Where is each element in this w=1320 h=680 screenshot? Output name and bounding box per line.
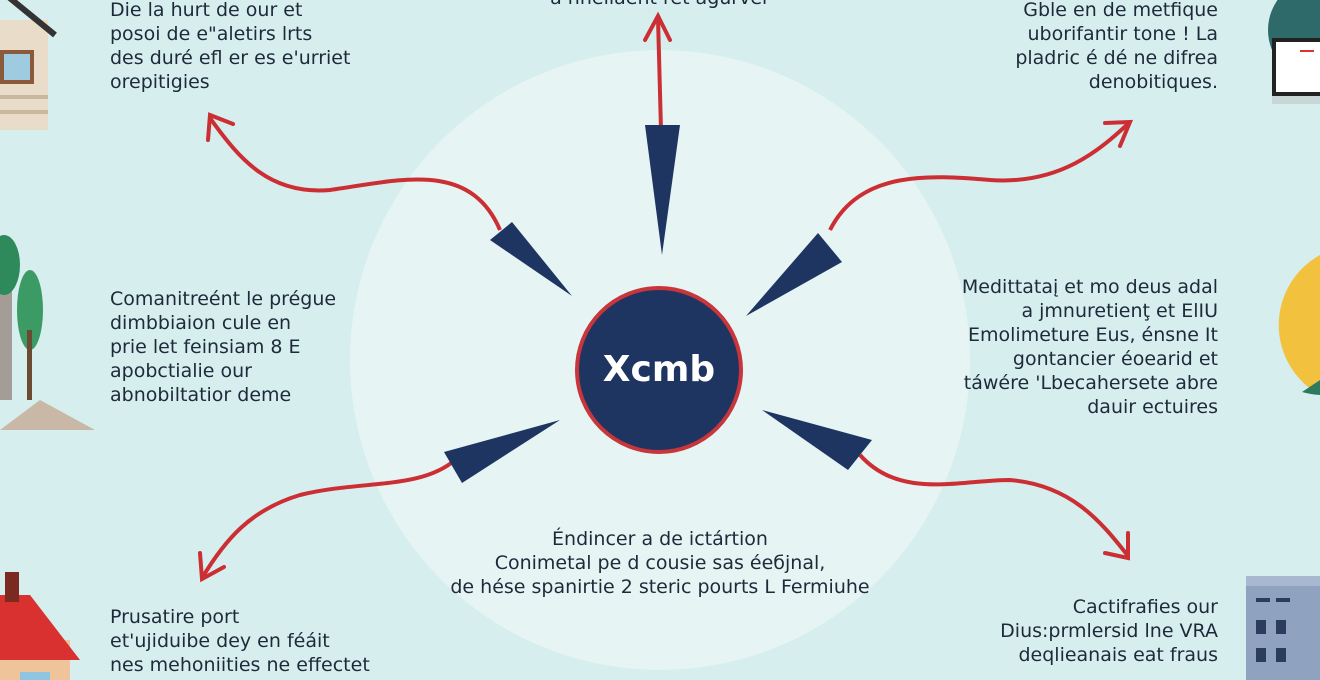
bottom-left-text: Prusatire port et'ujiduibe dey en féáit … (110, 606, 370, 676)
arrow-bottom-right (858, 453, 1130, 558)
arrowhead-bottom-right (762, 410, 872, 470)
top-right-text: Gble en de metfique uborifantir tone ! L… (1015, 0, 1218, 93)
bottom-center-text: Éndincer a de ictártion Conimetal pe d c… (450, 528, 870, 598)
arrow-heads (444, 125, 872, 483)
arrow-curves (200, 17, 1132, 580)
house-icon (0, 0, 57, 130)
pie-chart-icon (1278, 255, 1320, 395)
arrow-tips (198, 11, 1134, 583)
arrowhead-top (645, 125, 680, 255)
center-node (575, 286, 743, 454)
mid-left-text: Comanitreént le prégue dimbbiaion cule e… (110, 288, 337, 406)
center-label: Xcmb (602, 349, 716, 390)
arrow-top-left (208, 116, 502, 231)
top-left-text: Die la hurt de our et posoi de e"aletirs… (110, 0, 351, 93)
monitor-icon (1268, 0, 1320, 104)
arrow-up (656, 17, 663, 131)
arrow-bottom-left (200, 458, 457, 580)
arrowhead-top-right (746, 233, 842, 316)
bottom-right-text: Cactifrafies our Dius:prmlersid lne VRA … (1000, 596, 1218, 666)
arrow-top-right (828, 120, 1132, 231)
mid-right-text: Medittataį et mo dеus adal a jmnuretienţ… (961, 276, 1218, 418)
tree-icon (0, 235, 95, 430)
red-roof-house-icon (0, 572, 80, 680)
top-center-text: a nnellaent ret agurver (480, 0, 840, 10)
office-building-icon (1246, 576, 1320, 680)
arrowhead-top-left (490, 222, 572, 296)
arrowhead-bottom-left (444, 420, 560, 483)
